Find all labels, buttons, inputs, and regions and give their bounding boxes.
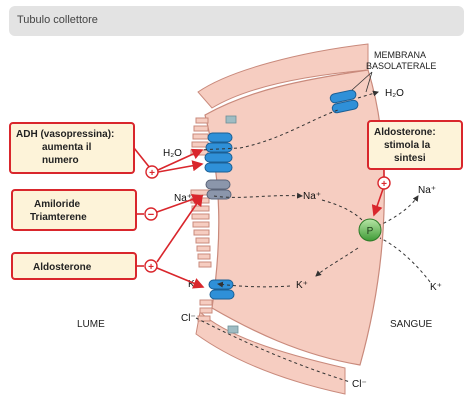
- k-label-blood: K⁺: [430, 282, 442, 293]
- header-title: Tubulo collettore: [17, 14, 98, 26]
- h2o-label-lumen: H₂O: [163, 148, 182, 159]
- label-membrane-1: MEMBRANA: [374, 50, 426, 60]
- cl-label-lumen: Cl⁻: [181, 313, 196, 324]
- callout-aldosterone: Aldosterone +: [11, 194, 205, 289]
- na-path: [213, 192, 303, 199]
- cl-path: [195, 317, 351, 383]
- callout-sintesi-sign: +: [381, 179, 387, 190]
- callout-adh-line2: aumenta il: [42, 142, 92, 153]
- basolateral-aquaporin: [329, 89, 359, 114]
- callout-adh: ADH (vasopressina): aumenta il numero +: [9, 122, 204, 179]
- cl-label-blood: Cl⁻: [352, 379, 367, 390]
- callout-sintesi-line3: sintesi: [394, 153, 426, 164]
- k-in-path: [379, 237, 431, 283]
- callout-adh-line1: ADH (vasopressina):: [16, 129, 114, 140]
- tight-junction-bottom: [227, 325, 239, 334]
- na-label-lumen: Na⁺: [174, 193, 192, 204]
- callout-aldosterone-sign: +: [148, 262, 154, 273]
- callout-amiloride: Amiloride Triamterene −: [11, 189, 204, 231]
- header-bar: Tubulo collettore: [9, 6, 464, 36]
- h2o-label-blood: H₂O: [385, 88, 404, 99]
- tight-junction-top: [225, 115, 237, 124]
- callout-amiloride-line2: Triamterene: [30, 212, 87, 223]
- callout-sintesi-line2: stimola la: [384, 140, 431, 151]
- na-k-pump: [358, 218, 382, 242]
- na-to-pump: [321, 199, 365, 223]
- k-out-path: [217, 281, 291, 288]
- callout-adh-sign: +: [149, 168, 155, 179]
- callout-adh-line3: numero: [42, 155, 79, 166]
- pump-label: P: [367, 226, 374, 237]
- label-membrane-2: BASOLATERALE: [366, 61, 436, 71]
- aquaporin-channels: [204, 132, 233, 173]
- label-sangue: SANGUE: [390, 319, 433, 330]
- na-label-cell: Na⁺: [303, 191, 321, 202]
- callout-aldosterone-sintesi: Aldosterone: stimola la sintesi +: [367, 120, 463, 217]
- callout-amiloride-sign: −: [148, 209, 154, 221]
- enac-channels: [205, 179, 232, 200]
- tubule-cell: [204, 69, 385, 366]
- callout-sintesi-line1: Aldosterone:: [374, 127, 436, 138]
- label-lume: LUME: [77, 319, 105, 330]
- k-label-cell: K⁺: [296, 280, 308, 291]
- neighbor-cell-top: [197, 43, 369, 109]
- na-label-blood: Na⁺: [418, 185, 436, 196]
- callout-aldosterone-line1: Aldosterone: [33, 262, 92, 273]
- membrane-pointer: [351, 71, 373, 93]
- callout-amiloride-line1: Amiloride: [34, 199, 81, 210]
